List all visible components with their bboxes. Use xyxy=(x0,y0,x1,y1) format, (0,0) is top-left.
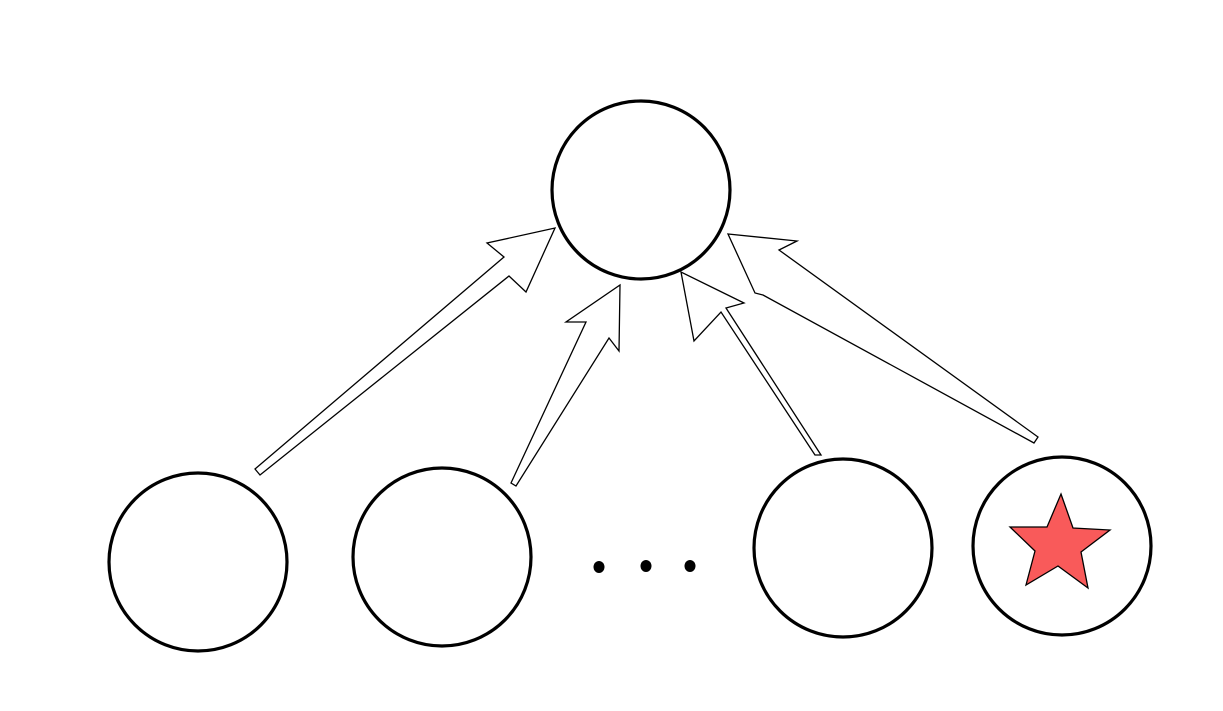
child-nodes xyxy=(107,455,1153,653)
child-node-3 xyxy=(752,457,934,639)
arrow-child-4-to-root xyxy=(726,233,1039,444)
child-node-1 xyxy=(107,471,289,653)
ellipsis xyxy=(593,560,696,573)
arrow-child-1-to-root xyxy=(254,227,557,476)
star-icon xyxy=(1008,492,1112,590)
ellipsis-dot-1 xyxy=(593,561,605,573)
child-node-2 xyxy=(351,466,533,648)
arrows xyxy=(254,227,1039,487)
root-node xyxy=(550,99,732,281)
ellipsis-dot-2 xyxy=(640,560,652,572)
ellipsis-dot-3 xyxy=(684,560,696,572)
arrow-child-2-to-root xyxy=(510,283,621,487)
arrow-child-3-to-root xyxy=(680,270,823,456)
